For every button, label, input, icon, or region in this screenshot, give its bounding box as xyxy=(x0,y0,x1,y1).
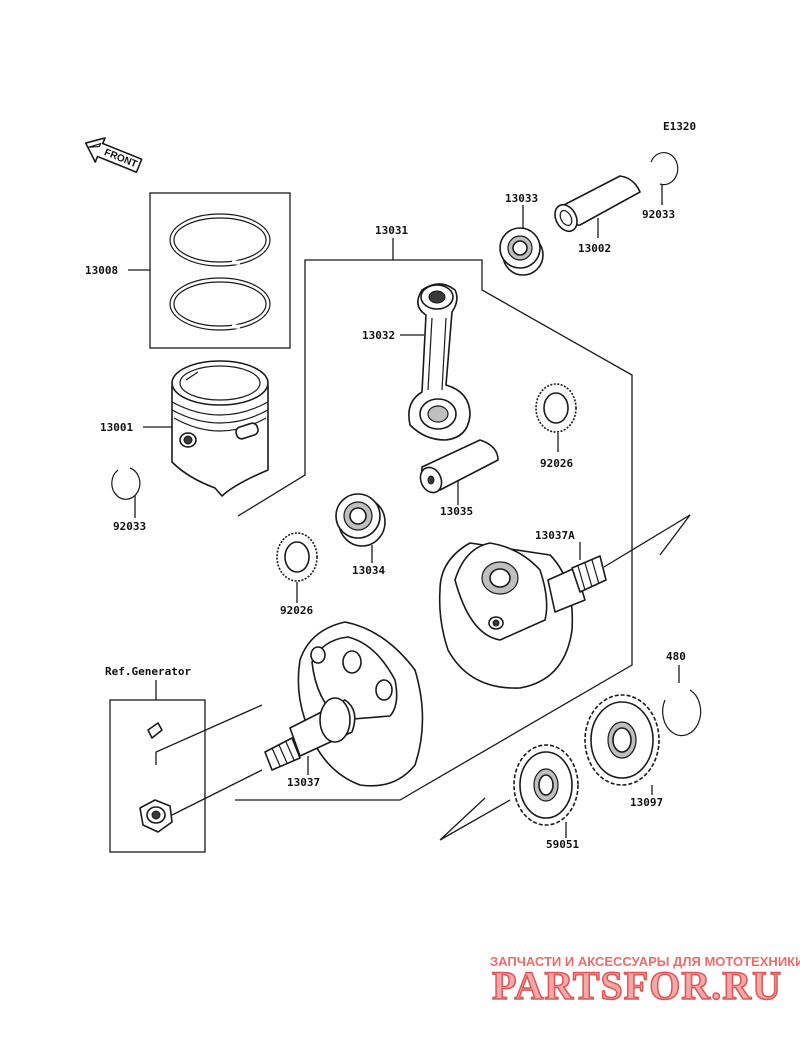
piston-pin-clip-left xyxy=(111,467,141,500)
crank-pin xyxy=(419,439,499,494)
piston-pin-clip-right xyxy=(650,152,679,186)
label-13002: 13002 xyxy=(578,242,611,255)
piston-pin xyxy=(554,175,641,233)
label-13031: 13031 xyxy=(375,224,408,237)
thrust-washer-left xyxy=(276,532,318,582)
label-13033: 13033 xyxy=(505,192,538,205)
label-13001: 13001 xyxy=(100,421,133,434)
label-92033-left: 92033 xyxy=(113,520,146,533)
crank-nut xyxy=(139,799,173,833)
crankshaft-right-half xyxy=(438,542,607,689)
crank-assembly-frame xyxy=(235,259,633,801)
label-13032: 13032 xyxy=(362,329,395,342)
connecting-rod xyxy=(408,283,471,441)
piston-ring-upper xyxy=(169,213,271,267)
watermark-brand: PARTSFOR.RU xyxy=(492,963,782,1008)
crankshaft-left-half xyxy=(264,621,424,787)
label-92026-right: 92026 xyxy=(540,457,573,470)
label-59051: 59051 xyxy=(546,838,579,851)
piston-ring-lower xyxy=(169,277,271,331)
piston xyxy=(171,360,269,497)
ring-set-frame xyxy=(149,192,291,349)
big-end-bearing xyxy=(335,493,386,547)
label-13035: 13035 xyxy=(440,505,473,518)
front-arrow-icon: FRONT xyxy=(84,137,143,173)
crank-gear-59051 xyxy=(513,744,579,826)
label-13097: 13097 xyxy=(630,796,663,809)
label-92026-left: 92026 xyxy=(280,604,313,617)
label-92033-right: 92033 xyxy=(642,208,675,221)
label-13037: 13037 xyxy=(287,776,320,789)
diagram-code: E1320 xyxy=(663,120,696,133)
generator-ref-frame xyxy=(109,699,206,853)
thrust-washer-right xyxy=(535,383,577,433)
watermark-tagline: ЗАПЧАСТИ И АКСЕССУАРЫ ДЛЯ МОТОТЕХНИКИ xyxy=(490,954,800,969)
label-13034: 13034 xyxy=(352,564,385,577)
site-watermark: ЗАПЧАСТИ И АКСЕССУАРЫ ДЛЯ МОТОТЕХНИКИ PA… xyxy=(490,954,800,1009)
label-13037A: 13037A xyxy=(535,529,575,542)
gear-circlip xyxy=(662,689,702,737)
ref-generator-label: Ref.Generator xyxy=(105,665,191,678)
label-13008: 13008 xyxy=(85,264,118,277)
small-end-bearing xyxy=(499,227,544,276)
label-480: 480 xyxy=(666,650,686,663)
woodruff-key xyxy=(147,722,163,739)
primary-gear-13097 xyxy=(584,694,660,786)
